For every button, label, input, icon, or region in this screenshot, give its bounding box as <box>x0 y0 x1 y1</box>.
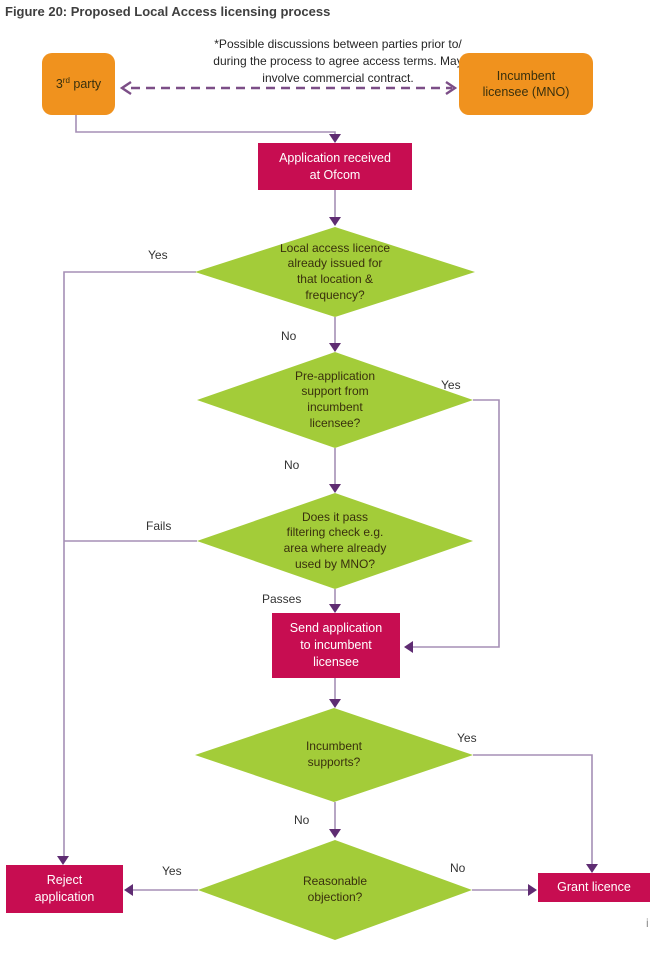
arrow-down-icon <box>329 217 341 226</box>
page-number: i <box>646 916 649 930</box>
figure-title: Figure 20: Proposed Local Access licensi… <box>5 4 331 19</box>
edge-label-d3-fails: Fails <box>146 519 172 533</box>
solid-connectors <box>63 115 593 891</box>
arrow-right-icon <box>528 884 537 896</box>
arrow-down-icon <box>586 864 598 873</box>
arrow-down-icon <box>329 134 341 143</box>
arrow-down-icon <box>329 484 341 493</box>
arrow-right-open-icon <box>445 81 458 95</box>
edge-label-d5-yes: Yes <box>162 864 182 878</box>
arrow-down-icon <box>329 699 341 708</box>
edge-label-d1-yes: Yes <box>148 248 168 262</box>
arrow-left-icon <box>404 641 413 653</box>
arrow-down-icon <box>57 856 69 865</box>
note-text: *Possible discussions between parties pr… <box>213 37 463 85</box>
arrowheads <box>57 134 598 896</box>
edge-label-d3-passes: Passes <box>262 592 302 606</box>
arrow-down-icon <box>329 829 341 838</box>
edge-label-d4-yes: Yes <box>457 731 477 745</box>
edge-label-d2-yes: Yes <box>441 378 461 392</box>
arrow-down-icon <box>329 343 341 352</box>
arrow-left-open-icon <box>119 81 132 95</box>
node-grant-licence: Grant licence <box>538 873 650 902</box>
third-party-label: 3rd party <box>55 75 102 91</box>
node-third-party: 3rd party <box>42 53 115 115</box>
dashed-two-way-connector <box>119 81 458 95</box>
arrow-down-icon <box>329 604 341 613</box>
edge-label-d2-no: No <box>284 458 300 472</box>
node-reject-application: Reject application <box>6 865 123 913</box>
node-send-application: Send application to incumbent licensee <box>272 613 400 678</box>
node-incumbent-licensee: Incumbent licensee (MNO) <box>459 53 593 115</box>
edge-label-d1-no: No <box>281 329 297 343</box>
arrow-left-icon <box>124 884 133 896</box>
edge-label-d5-no: No <box>450 861 466 875</box>
node-application-received: Application received at Ofcom <box>258 143 412 190</box>
edge-label-d4-no: No <box>294 813 310 827</box>
